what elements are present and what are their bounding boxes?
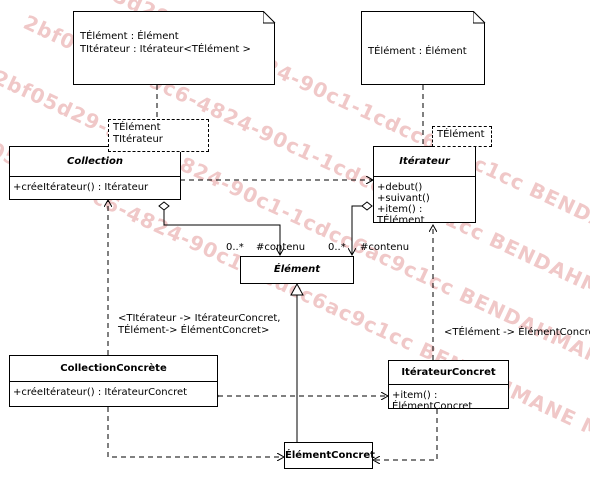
class-name: Itérateur: [374, 147, 475, 177]
iterateur-concret-class: ItérateurConcret +item() : ÉlémentConcre…: [388, 360, 509, 412]
operation: +suivant(): [377, 193, 430, 204]
note-line: TÉlément : Élément: [80, 31, 179, 42]
class-name: Élément: [273, 264, 321, 275]
note-line: TÉlément : Élément: [368, 46, 467, 57]
operation-list: +créeItérateur() : Itérateur: [10, 177, 180, 195]
operation-list: +item() : ÉlémentConcret: [389, 385, 508, 414]
binding-line: TÉlément-> ÉlémentConcret>: [118, 325, 270, 336]
note-fold: [262, 10, 276, 24]
collection-template-parameters: TÉlément TItérateur: [108, 119, 209, 152]
operation: +item() : ÉlémentConcret: [392, 390, 473, 412]
operation: +item() : TÉlément: [377, 204, 425, 226]
operation: +créeItérateur() : ItérateurConcret: [13, 387, 188, 398]
template-parameter: TItérateur: [113, 134, 163, 145]
element-concret-class: ÉlémentConcret: [284, 442, 375, 469]
role-label: #contenu: [256, 242, 306, 253]
binding-label: <TItérateur -> ItérateurConcret, TÉlémen…: [118, 313, 280, 337]
template-parameter: TÉlément: [437, 129, 485, 140]
note-fold: [472, 10, 486, 24]
class-name: ÉlémentConcret: [285, 450, 375, 461]
binding-label: <TÉlément -> ÉlémentConcret>: [444, 327, 590, 338]
collection-class: Collection +créeItérateur() : Itérateur: [9, 146, 181, 200]
operation: +debut(): [377, 182, 423, 193]
class-name: CollectionConcrète: [10, 356, 217, 382]
multiplicity-label: 0..*: [328, 242, 346, 253]
iterateur-class: Itérateur +debut() +suivant() +item() : …: [373, 146, 476, 226]
class-name: Collection: [10, 147, 180, 177]
class-name: ItérateurConcret: [389, 361, 508, 385]
template-parameter: TÉlément: [113, 122, 161, 133]
collection-parameter-note: TÉlément : Élément TItérateur : Itérateu…: [73, 10, 276, 85]
operation: +créeItérateur() : Itérateur: [13, 182, 149, 193]
operation-list: +créeItérateur() : ItérateurConcret: [10, 382, 217, 400]
element-class: Élément: [240, 256, 354, 284]
multiplicity-label: 0..*: [226, 242, 244, 253]
iterateur-template-parameters: TÉlément: [432, 126, 492, 147]
operation-list: +debut() +suivant() +item() : TÉlément: [374, 177, 475, 228]
binding-line: <TItérateur -> ItérateurConcret,: [118, 313, 281, 324]
collection-concrete-class: CollectionConcrète +créeItérateur() : It…: [9, 355, 218, 407]
iterateur-parameter-note: TÉlément : Élément: [361, 10, 486, 85]
role-label: #contenu: [360, 242, 410, 253]
note-line: TItérateur : Itérateur<TÉlément >: [80, 44, 251, 55]
